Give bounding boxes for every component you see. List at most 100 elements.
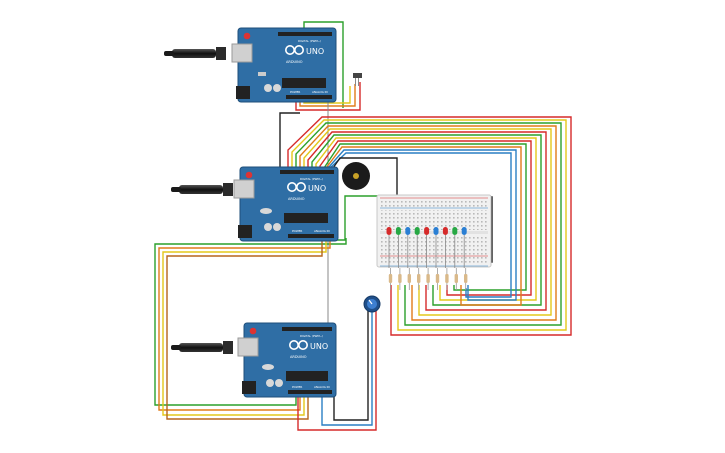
breadboard-holes-top (380, 199, 488, 207)
digital-label: DIGITAL (PWM~) (298, 39, 321, 43)
breadboard-holes-bottom (380, 257, 488, 265)
reset-button[interactable] (245, 171, 253, 179)
atmega-chip (284, 213, 328, 223)
header-power (288, 234, 334, 238)
header-digital (282, 327, 332, 331)
led-red[interactable] (386, 227, 392, 268)
brand-text: ARDUINO (290, 355, 307, 359)
resistor-body (435, 274, 440, 283)
uno-logo-text: UNO (306, 47, 324, 56)
reset-button[interactable] (243, 32, 251, 40)
header-power (288, 390, 332, 394)
wire-harness-3[interactable] (295, 122, 562, 326)
analog-label: ANALOG IN (314, 385, 330, 389)
resistor[interactable] (464, 268, 468, 290)
capacitor (264, 84, 272, 92)
power-label: POWER (290, 90, 300, 94)
resistor-body (464, 274, 468, 283)
uno-logo-text: UNO (310, 342, 328, 351)
led-array (386, 227, 468, 290)
wire-green-top[interactable] (303, 21, 344, 108)
wire-harness-leds (287, 116, 572, 336)
wire-orange-mid-bottom[interactable] (158, 240, 331, 411)
crystal (258, 72, 266, 76)
resistor[interactable] (426, 268, 430, 290)
arduino-logo (289, 340, 308, 350)
led-blue[interactable] (405, 227, 411, 268)
resistor[interactable] (407, 268, 411, 290)
led-body (414, 227, 420, 235)
breadboard-holes-main-a (380, 210, 488, 230)
led-blue[interactable] (461, 227, 467, 268)
reset-button[interactable] (249, 327, 257, 335)
led-red[interactable] (424, 227, 430, 268)
wire-harness-1[interactable] (287, 116, 572, 336)
brand-text: ARDUINO (288, 197, 305, 201)
wire-harness-5[interactable] (303, 128, 552, 316)
arduino-uno-board-top[interactable]: UNO ARDUINO DIGITAL (PWM~) POWER ANALOG … (164, 27, 337, 103)
resistor[interactable] (454, 268, 458, 290)
wire-red-pot[interactable] (297, 306, 377, 431)
resistor-body (388, 274, 393, 283)
usb-port (237, 337, 259, 357)
resistor-body (445, 274, 449, 283)
arduino-logo (285, 45, 304, 55)
led-red[interactable] (442, 227, 448, 268)
arduino-uno-board-bottom[interactable]: UNO ARDUINO DIGITAL (PWM~) POWER ANALOG … (171, 322, 337, 398)
analog-label: ANALOG IN (312, 90, 328, 94)
usb-cable[interactable] (164, 47, 226, 60)
usb-cable[interactable] (171, 183, 233, 196)
resistor[interactable] (398, 268, 402, 290)
wire-blue-pot[interactable] (321, 306, 373, 426)
capacitor (273, 223, 281, 231)
wire-green-mid-bottom[interactable] (154, 238, 347, 406)
wire-harness-2[interactable] (291, 119, 567, 331)
wire-black-pot[interactable] (333, 306, 369, 421)
wire-harness-10[interactable] (323, 143, 527, 291)
wire-yellow-mid-bottom[interactable] (162, 240, 327, 416)
header-digital (280, 170, 334, 174)
sensor-probe-icon[interactable] (353, 73, 362, 86)
wire-harness-6[interactable] (307, 131, 547, 311)
arduino-logo (287, 182, 306, 192)
resistor-body (398, 274, 402, 283)
led-green[interactable] (395, 227, 401, 268)
digital-label: DIGITAL (PWM~) (300, 177, 323, 181)
led-green[interactable] (452, 227, 458, 268)
resistor[interactable] (445, 268, 449, 290)
power-jack (236, 86, 250, 99)
led-blue[interactable] (433, 227, 439, 268)
capacitor (266, 379, 274, 387)
wire-harness-7[interactable] (311, 134, 542, 306)
crystal (260, 208, 272, 214)
digital-label: DIGITAL (PWM~) (300, 334, 323, 338)
resistor[interactable] (435, 268, 440, 290)
wire-harness-9[interactable] (319, 140, 532, 296)
led-body (452, 227, 458, 235)
usb-cable[interactable] (171, 341, 233, 354)
led-body (405, 227, 411, 235)
resistor-body (417, 274, 421, 283)
led-green[interactable] (414, 227, 420, 268)
wire-brown-mid-bottom[interactable] (166, 240, 323, 420)
uno-logo-text: UNO (308, 184, 326, 193)
arduino-uno-board-middle[interactable]: UNO ARDUINO DIGITAL (PWM~) POWER ANALOG … (171, 166, 339, 242)
wire-harness-8[interactable] (315, 137, 537, 301)
led-body (424, 227, 430, 235)
header-digital (278, 32, 332, 36)
wire-harness-13[interactable] (329, 152, 512, 298)
potentiometer-knob-icon[interactable] (363, 295, 381, 313)
capacitor (275, 379, 283, 387)
wire-harness-4[interactable] (299, 125, 557, 321)
capacitor (273, 84, 281, 92)
resistor[interactable] (417, 268, 421, 290)
led-body (433, 227, 439, 235)
wire-harness-11[interactable] (325, 146, 522, 306)
resistor[interactable] (388, 268, 393, 290)
brand-text: ARDUINO (286, 60, 303, 64)
header-power (286, 95, 332, 99)
wire-black-buzzer[interactable] (332, 157, 398, 196)
power-label: POWER (292, 385, 302, 389)
buzzer-piezo-icon[interactable] (342, 162, 370, 190)
wire-layer (154, 21, 572, 431)
